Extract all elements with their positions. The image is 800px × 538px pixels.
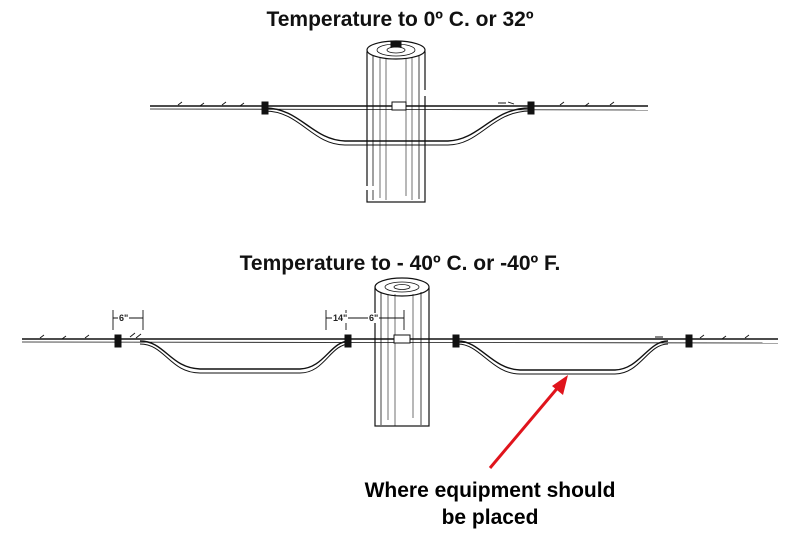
callout-arrow bbox=[488, 375, 568, 469]
callout-text-line1: Where equipment should bbox=[364, 479, 616, 502]
title-bottom-diagram: Temperature to - 40º C. or -40º F. bbox=[239, 252, 561, 275]
bottom-pole bbox=[374, 277, 430, 427]
bottom-loop-left bbox=[139, 340, 351, 370]
bottom-diagram bbox=[21, 277, 779, 427]
bottom-loop-right bbox=[457, 340, 669, 371]
dimension-label-center-right: 6" bbox=[368, 313, 380, 323]
top-expansion-loop bbox=[264, 107, 531, 142]
top-pole bbox=[364, 40, 428, 203]
dimension-label-center-left: 14" bbox=[332, 313, 349, 323]
top-diagram bbox=[149, 40, 649, 203]
title-top-diagram: Temperature to 0º C. or 32º bbox=[266, 8, 534, 31]
dimension-label-left: 6" bbox=[118, 313, 130, 323]
callout-text-line2: be placed bbox=[441, 506, 539, 529]
